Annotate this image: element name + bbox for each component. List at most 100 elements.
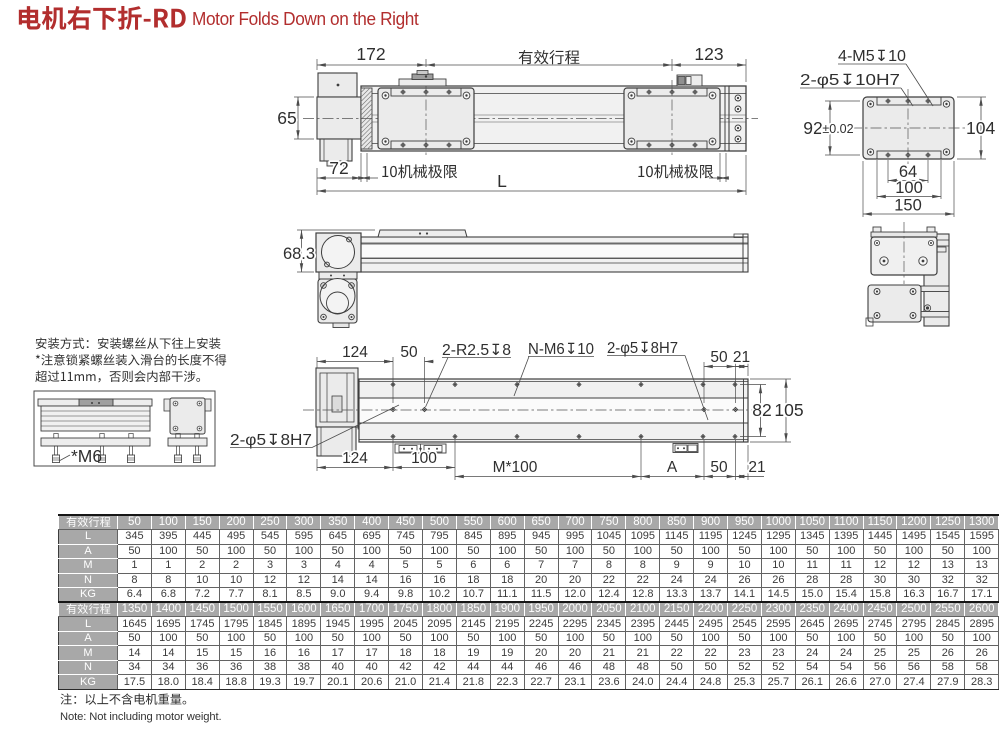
spec-value-cell: 20: [523, 572, 559, 589]
spec-value-cell: 2045: [388, 616, 424, 632]
spec-value-cell: 13.7: [693, 587, 729, 603]
spec-value-cell: 1645: [117, 616, 152, 632]
spec-value-cell: 7.7: [218, 587, 254, 603]
dim-text: 50: [710, 349, 728, 366]
spec-value-cell: 24.8: [693, 674, 729, 691]
spec-value-cell: 20.1: [320, 674, 356, 691]
dim-text: 64: [899, 163, 917, 181]
stroke-value-cell: 1650: [320, 601, 356, 618]
stroke-value-cell: 1700: [354, 601, 390, 618]
spec-value-cell: 495: [218, 529, 254, 545]
spec-value-cell: 1345: [794, 529, 830, 545]
spec-value-cell: 100: [218, 630, 254, 647]
spec-value-cell: 54: [794, 659, 830, 676]
stroke-value-cell: 2600: [964, 601, 1000, 618]
spec-value-cell: 100: [422, 630, 457, 647]
spec-value-cell: 545: [252, 529, 288, 545]
spec-value-cell: 44: [489, 659, 525, 676]
spec-value-cell: 2245: [523, 616, 559, 632]
spec-value-cell: 100: [150, 543, 186, 560]
mech-limit-label: [638, 164, 714, 179]
spec-value-cell: 4: [354, 558, 390, 574]
stroke-value-cell: 1100: [828, 514, 864, 531]
spec-value-cell: 38: [252, 659, 288, 676]
install-note-line2: [35, 353, 227, 366]
spec-row-label: L: [58, 616, 118, 632]
spec-value-cell: 1945: [320, 616, 356, 632]
spec-value-cell: 50: [388, 543, 424, 560]
spec-value-cell: 50: [455, 543, 491, 560]
dim-text: 4-M5↧10: [838, 48, 906, 65]
stroke-value-cell: 450: [388, 514, 424, 531]
spec-value-cell: 2495: [693, 616, 729, 632]
stroke-value-cell: 850: [659, 514, 695, 531]
spec-value-cell: 28: [828, 572, 864, 589]
dim-text: ±0.02: [822, 122, 853, 136]
motor-end-view: [865, 222, 950, 327]
spec-value-cell: 100: [557, 630, 593, 647]
spec-value-cell: 1845: [252, 616, 288, 632]
spec-value-cell: 11.5: [523, 587, 559, 603]
stroke-value-cell: 1600: [286, 601, 322, 618]
spec-value-cell: 2195: [489, 616, 525, 632]
spec-value-cell: 100: [828, 543, 864, 560]
dim-text: 150: [894, 197, 922, 215]
dim-text: 68.3: [283, 245, 315, 263]
spec-value-cell: 2745: [862, 616, 898, 632]
spec-value-cell: 13: [930, 558, 966, 574]
spec-value-cell: 20.6: [354, 674, 390, 691]
spec-value-cell: 2345: [591, 616, 627, 632]
stroke-value-cell: 1350: [117, 601, 152, 618]
stroke-value-cell: 650: [523, 514, 559, 531]
spec-value-cell: 2445: [659, 616, 695, 632]
spec-value-cell: 50: [727, 543, 762, 560]
spec-value-cell: 14: [354, 572, 390, 589]
stroke-value-cell: 600: [489, 514, 525, 531]
spec-value-cell: 10: [727, 558, 762, 574]
spec-row-label: N: [58, 572, 118, 589]
spec-value-cell: 24: [659, 572, 695, 589]
stroke-value-cell: 1550: [252, 601, 288, 618]
stroke-value-cell: 1450: [184, 601, 220, 618]
spec-value-cell: 17.1: [964, 587, 1000, 603]
spec-value-cell: 12: [862, 558, 898, 574]
spec-value-cell: 5: [388, 558, 424, 574]
spec-value-cell: 50: [455, 630, 491, 647]
spec-value-cell: 50: [117, 543, 152, 560]
spec-value-cell: 50: [320, 630, 356, 647]
spec-value-cell: 15.4: [828, 587, 864, 603]
spec-value-cell: 100: [693, 630, 729, 647]
spec-value-cell: 1745: [184, 616, 220, 632]
stroke-value-cell: 900: [693, 514, 729, 531]
dim-text: 21: [733, 349, 750, 366]
spec-value-cell: 50: [794, 630, 830, 647]
stroke-value-cell: 150: [184, 514, 220, 531]
spec-value-cell: 1895: [286, 616, 322, 632]
dim-text: *M6: [71, 446, 102, 466]
spec-value-cell: 50: [659, 659, 695, 676]
spec-value-cell: 1145: [659, 529, 695, 545]
spec-value-cell: 8: [591, 558, 627, 574]
spec-value-cell: 100: [760, 543, 796, 560]
stroke-value-cell: 400: [354, 514, 390, 531]
spec-value-cell: 15: [218, 645, 254, 661]
spec-value-cell: 42: [422, 659, 457, 676]
spec-value-cell: 16.3: [896, 587, 932, 603]
spec-value-cell: 50: [930, 630, 966, 647]
spec-value-cell: 22: [693, 645, 729, 661]
spec-value-cell: 25: [896, 645, 932, 661]
spec-value-cell: 24: [828, 645, 864, 661]
spec-value-cell: 15: [184, 645, 220, 661]
spec-value-cell: 21: [625, 645, 661, 661]
stroke-value-cell: 750: [591, 514, 627, 531]
spec-value-cell: 100: [354, 630, 390, 647]
spec-value-cell: 56: [896, 659, 932, 676]
spec-value-cell: 16.7: [930, 587, 966, 603]
stroke-value-cell: 1400: [150, 601, 186, 618]
spec-value-cell: 27.4: [896, 674, 932, 691]
spec-value-cell: 9.4: [354, 587, 390, 603]
